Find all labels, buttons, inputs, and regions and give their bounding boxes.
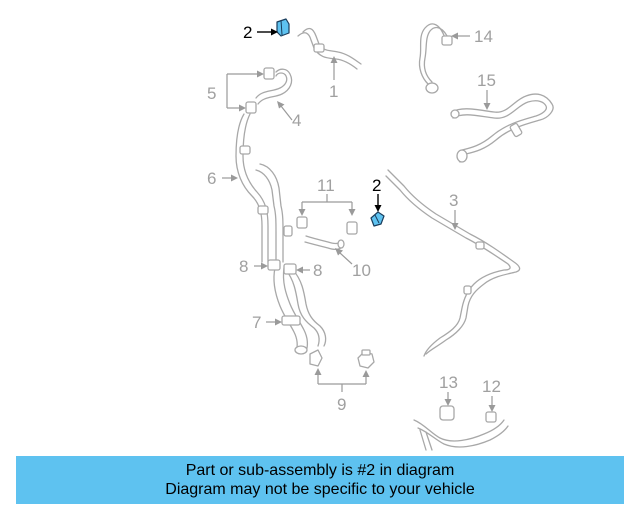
part-4-hose[interactable] <box>255 68 293 105</box>
callout-14[interactable]: 14 <box>474 27 493 46</box>
callout-4-arrow <box>277 101 285 109</box>
callout-4-leader <box>280 105 293 121</box>
callout-3[interactable]: 3 <box>449 191 458 210</box>
info-banner: Part or sub-assembly is #2 in diagram Di… <box>16 456 624 504</box>
callout-8-left-arrow <box>261 262 268 270</box>
callout-13-arrow <box>444 399 452 406</box>
callout-7[interactable]: 7 <box>252 313 261 332</box>
part-10-hose[interactable] <box>304 235 345 251</box>
callout-2-top-arrow <box>271 28 278 36</box>
callout-10-arrow <box>335 248 343 256</box>
callout-8-left[interactable]: 8 <box>239 257 248 276</box>
callout-11-arrow-right <box>348 209 356 216</box>
part-9-fitting-left[interactable] <box>309 349 323 367</box>
part-8-clip-left[interactable] <box>267 259 281 271</box>
callout-6[interactable]: 6 <box>207 169 216 188</box>
callout-8-right-arrow <box>296 266 303 274</box>
callout-4[interactable]: 4 <box>292 111 301 130</box>
part-14-hose[interactable] <box>418 23 453 94</box>
callout-9-arrow-left <box>314 368 322 375</box>
parts-diagram: 2 1 14 15 5 4 <box>207 18 554 451</box>
part-8-clip-right[interactable] <box>283 263 297 275</box>
callout-15-arrow <box>483 103 491 110</box>
part-11-clip-left[interactable] <box>296 216 308 229</box>
part-7-hose[interactable] <box>273 267 327 355</box>
callout-9-arrow-right <box>362 370 370 377</box>
banner-line-1: Part or sub-assembly is #2 in diagram <box>185 462 455 479</box>
callout-3-arrow <box>451 223 459 230</box>
callout-15[interactable]: 15 <box>477 71 496 90</box>
part-5-clip-lower[interactable] <box>245 101 257 114</box>
callout-1[interactable]: 1 <box>329 82 338 101</box>
callout-8-right[interactable]: 8 <box>313 261 322 280</box>
callout-5-arrow-lower <box>239 104 246 112</box>
part-1-hose[interactable] <box>297 27 362 70</box>
callout-2-middle-arrow <box>374 205 382 212</box>
callout-10[interactable]: 10 <box>352 261 371 280</box>
callout-13[interactable]: 13 <box>439 373 458 392</box>
banner-line-2: Diagram may not be specific to your vehi… <box>165 481 475 498</box>
callout-12[interactable]: 12 <box>482 377 501 396</box>
callout-11-arrow-left <box>298 209 306 216</box>
callout-5[interactable]: 5 <box>207 84 216 103</box>
callout-12-arrow <box>488 405 496 412</box>
callout-1-arrow <box>330 56 338 63</box>
part-9-fitting-right[interactable] <box>357 349 375 369</box>
part-15-pipe[interactable] <box>450 93 554 163</box>
part-2-middle[interactable] <box>370 211 385 227</box>
callout-14-arrow <box>451 32 458 40</box>
part-11-clip-right[interactable] <box>346 221 358 235</box>
callout-2-middle[interactable]: 2 <box>372 176 381 195</box>
part-6-pipe[interactable] <box>235 113 293 263</box>
callout-6-arrow <box>231 174 238 182</box>
callout-11[interactable]: 11 <box>317 176 335 195</box>
callout-7-arrow <box>275 318 282 326</box>
part-12-13-assembly[interactable] <box>413 405 509 451</box>
callout-5-arrow-upper <box>257 70 264 78</box>
callout-9[interactable]: 9 <box>337 395 346 414</box>
part-5-clip-upper[interactable] <box>263 67 275 80</box>
part-3-line[interactable] <box>385 169 521 357</box>
callout-10-leader <box>339 252 353 265</box>
callout-2-top[interactable]: 2 <box>243 23 252 42</box>
part-2-top[interactable] <box>276 18 290 37</box>
